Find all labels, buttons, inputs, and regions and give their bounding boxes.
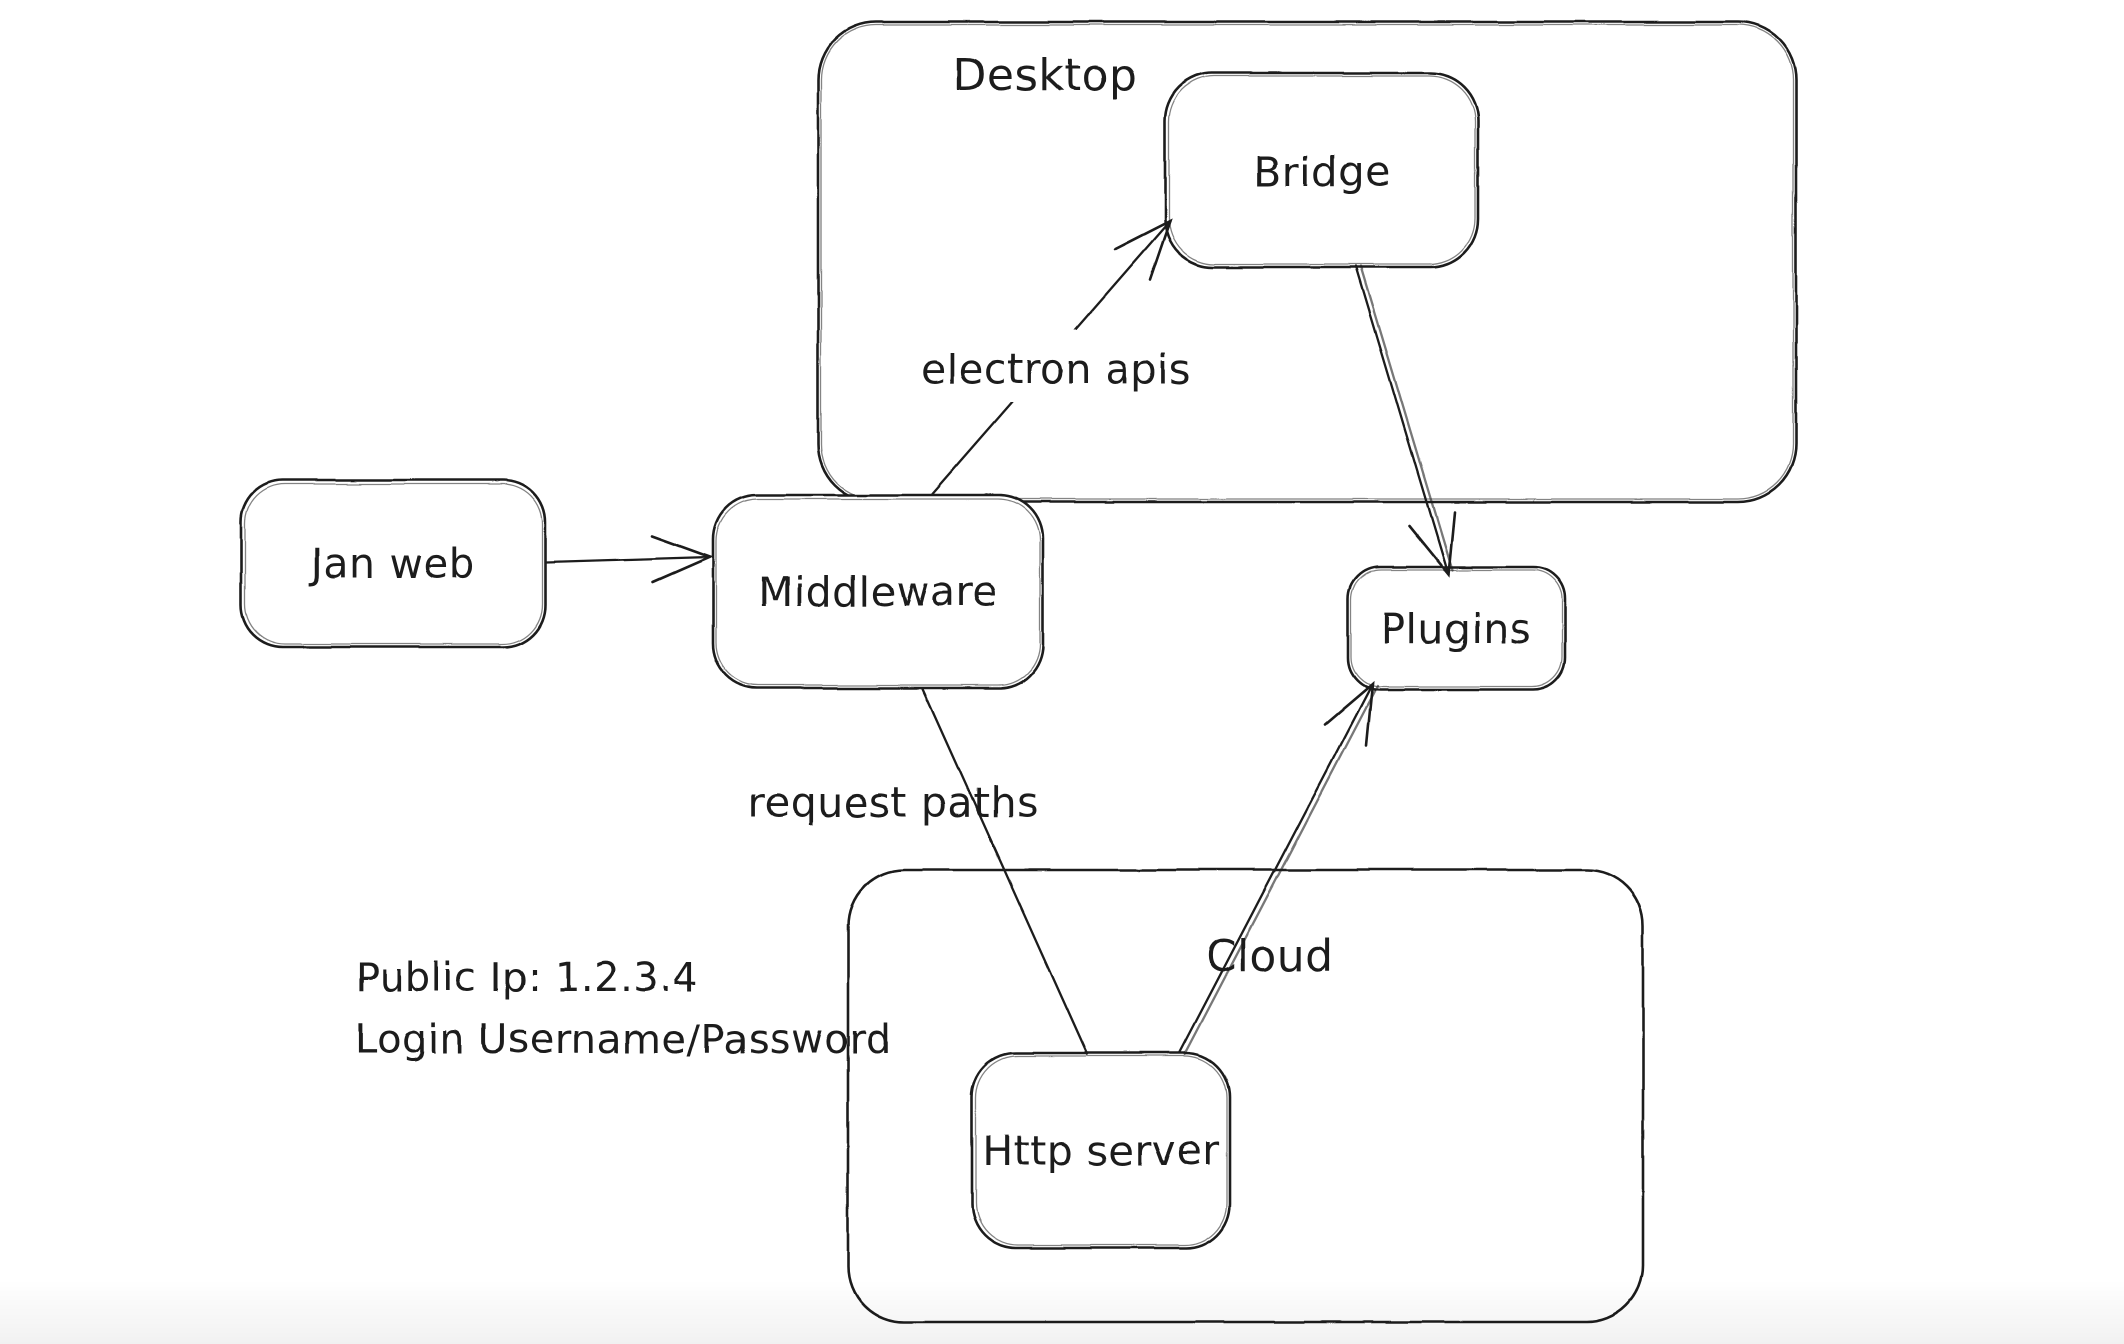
annotation-public-ip: Public Ip: 1.2.3.4: [355, 955, 698, 1001]
bridge-node: [1163, 71, 1480, 269]
middleware-node: [711, 493, 1045, 690]
bridge-label: Bridge: [1254, 148, 1391, 196]
edge-middleware-to-http-server: [921, 687, 1089, 1056]
desktop-label: Desktop: [953, 50, 1138, 101]
arrowhead: [1407, 510, 1456, 578]
edge-http-server-to-plugins: [1178, 680, 1379, 1056]
jan-web-node: [239, 478, 547, 649]
http-server-node: [970, 1051, 1232, 1250]
edge-label-request-paths: request paths: [748, 779, 1038, 827]
annotation-credentials: Public Ip: 1.2.3.4 Login Username/Passwo…: [355, 955, 891, 1063]
cloud-label: Cloud: [1206, 931, 1334, 982]
jan-web-label: Jan web: [308, 540, 476, 588]
edge-label-electron-apis: electron apis: [915, 330, 1197, 402]
svg-text:electron apis: electron apis: [921, 345, 1192, 393]
middleware-label: Middleware: [758, 568, 998, 616]
plugins-label: Plugins: [1381, 605, 1531, 653]
arrowhead: [1323, 680, 1374, 748]
http-server-label: Http server: [982, 1127, 1219, 1175]
plugins-node: [1346, 565, 1567, 692]
edge-bridge-to-plugins: [1354, 264, 1456, 578]
annotation-login: Login Username/Password: [355, 1017, 891, 1063]
cloud-container: [846, 868, 1645, 1324]
desktop-container: [816, 20, 1798, 504]
edge-jan-web-to-middleware: [544, 534, 714, 584]
arrowhead: [1113, 218, 1173, 282]
arrowhead: [650, 534, 714, 584]
